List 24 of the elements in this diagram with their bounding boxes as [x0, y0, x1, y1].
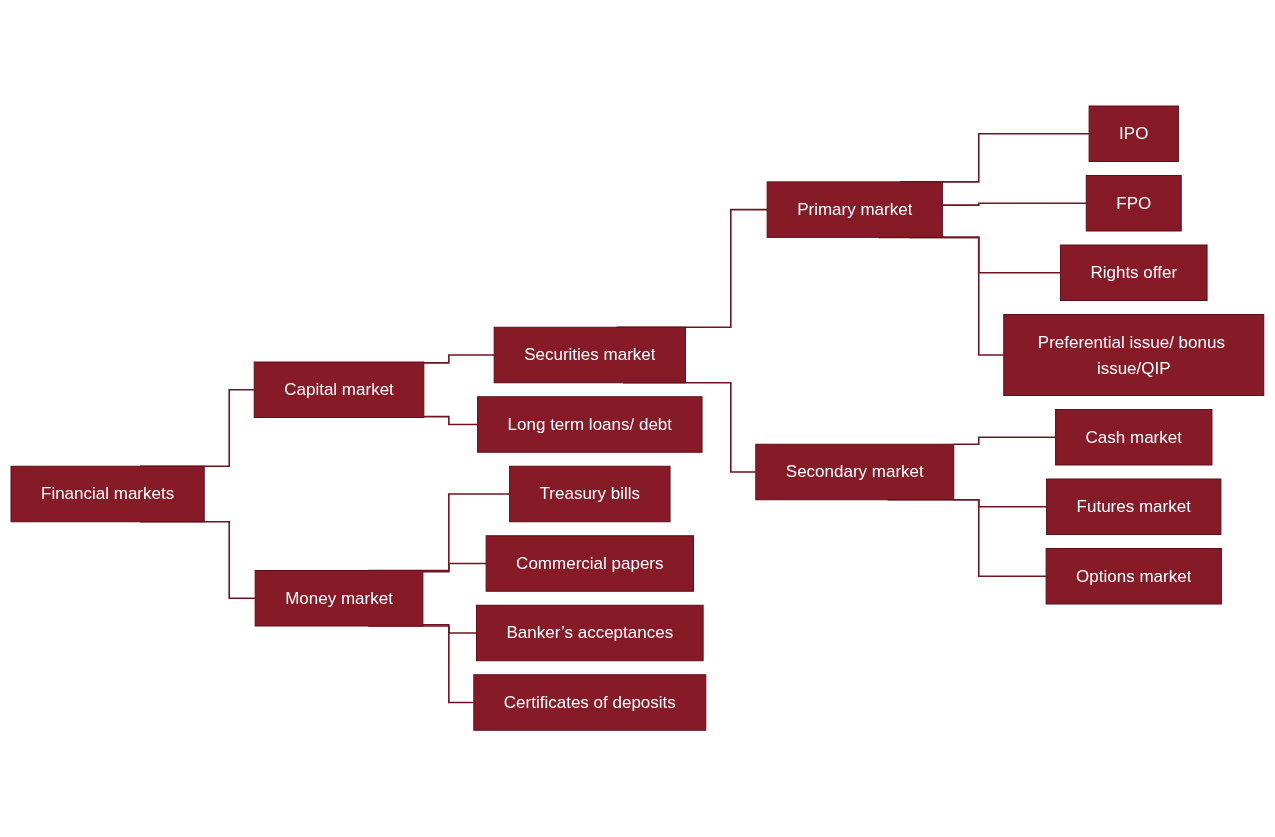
node-box: Preferential issue/ bonus issue/QIP	[1003, 314, 1265, 397]
node-box: Primary market	[766, 181, 943, 239]
connector	[953, 436, 1057, 446]
node-box: Long term loans/ debt	[477, 396, 703, 454]
connector	[423, 354, 496, 365]
node-box: Futures market	[1046, 478, 1222, 536]
connector	[422, 563, 488, 573]
node-box: Certificates of deposits	[473, 674, 707, 732]
node-box: Secondary market	[755, 444, 955, 501]
node-box: Capital market	[253, 361, 425, 419]
node-box: Rights offer	[1060, 244, 1208, 302]
connector	[423, 416, 479, 426]
node-box: Cash market	[1055, 409, 1213, 466]
connector	[422, 624, 478, 635]
node-box: FPO	[1085, 175, 1182, 232]
connector	[941, 202, 1088, 207]
node-box: Options market	[1045, 548, 1222, 605]
node-box: Securities market	[493, 327, 687, 384]
node-box: Commercial papers	[485, 535, 695, 593]
node-box: Financial markets	[10, 466, 205, 523]
node-box: Banker’s acceptances	[476, 605, 704, 662]
node-box: Money market	[254, 570, 424, 627]
node-box: Treasury bills	[509, 466, 671, 523]
node-box: IPO	[1088, 105, 1179, 163]
